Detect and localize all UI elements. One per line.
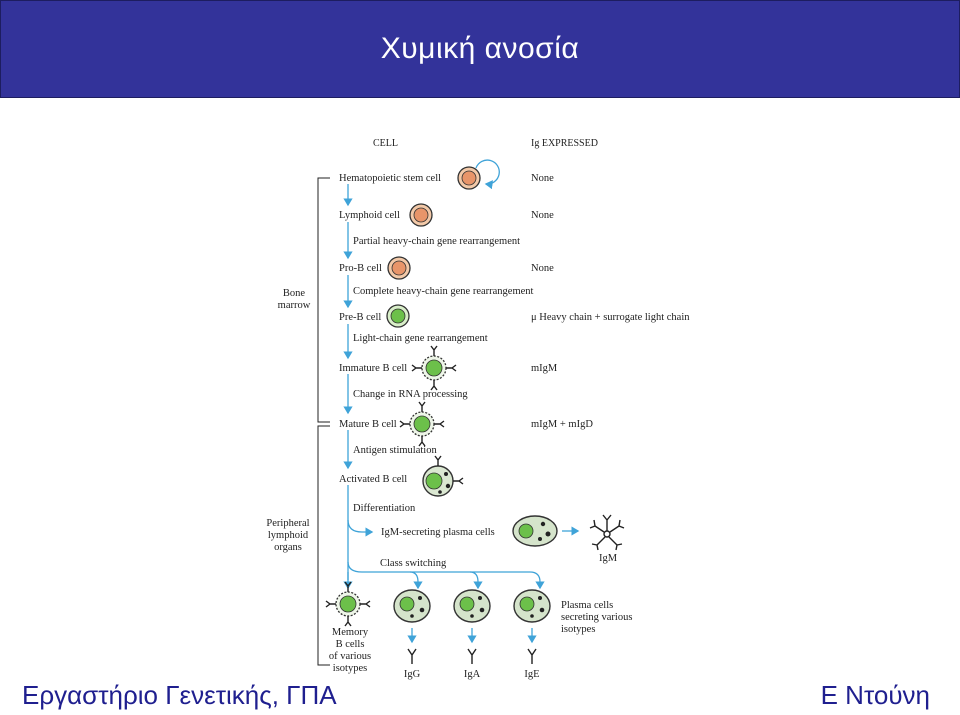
plasma-line1: Plasma cells: [561, 600, 613, 611]
isotype-ige: IgE: [524, 669, 539, 680]
activated-b-cell: [422, 455, 464, 497]
stage-mature: Mature B cell: [339, 419, 397, 430]
igm-plasma-cell: [512, 515, 558, 547]
igm-label: IgM: [599, 553, 618, 564]
region-bone-line1: Bone: [283, 288, 306, 299]
mature-b-cell: [399, 401, 445, 447]
memory-line2: B cells: [336, 639, 365, 650]
flow-arrows: [343, 159, 580, 644]
ig-immature: mIgM: [531, 363, 558, 374]
ig-mature: mIgM + mIgD: [531, 419, 593, 430]
bone-marrow-bracket: [317, 177, 330, 423]
cell-column-header: CELL: [373, 138, 398, 149]
memory-line1: Memory: [332, 627, 369, 638]
stage-immature: Immature B cell: [339, 363, 407, 374]
footer-institution: Εργαστήριο Γενετικής, ΓΠΑ: [22, 680, 337, 710]
memory-line3: of various: [329, 651, 371, 662]
region-periph-line2: lymphoid: [268, 530, 309, 541]
stage-activated: Activated B cell: [339, 474, 407, 485]
ig-prob: None: [531, 263, 554, 274]
igm-plasma-label: IgM-secreting plasma cells: [381, 527, 495, 538]
ig-hsc: None: [531, 173, 554, 184]
ig-preb: μ Heavy chain + surrogate light chain: [531, 312, 690, 323]
stage-lymphoid: Lymphoid cell: [339, 210, 400, 221]
ig-lymphoid: None: [531, 210, 554, 221]
lymphoid-cell: [409, 203, 433, 227]
step-partial-heavy: Partial heavy-chain gene rearrangement: [353, 236, 520, 247]
ig-column-header: Ig EXPRESSED: [531, 138, 598, 149]
step-rna-processing: Change in RNA processing: [353, 389, 468, 400]
plasma-cell-iga: [453, 589, 491, 623]
memory-b-cell: [325, 581, 371, 627]
footer-author: Ε Ντούνη: [820, 680, 930, 710]
hsc-cell: [457, 166, 481, 190]
stage-preb: Pre-B cell: [339, 312, 381, 323]
igm-pentamer-icon: [589, 514, 625, 551]
peripheral-bracket: [317, 425, 330, 666]
antibody-icons: [407, 648, 537, 664]
step-class-switching: Class switching: [380, 558, 447, 569]
isotype-igg: IgG: [404, 669, 421, 680]
plasma-cell-igg: [393, 589, 431, 623]
stage-prob: Pro-B cell: [339, 263, 382, 274]
region-periph-line1: Peripheral: [266, 518, 309, 529]
region-bone-line2: marrow: [278, 300, 311, 311]
immature-b-cell: [411, 345, 457, 391]
memory-line4: isotypes: [333, 663, 367, 674]
preb-cell: [386, 304, 410, 328]
stage-hsc: Hematopoietic stem cell: [339, 173, 441, 184]
step-light-chain: Light-chain gene rearrangement: [353, 333, 488, 344]
step-complete-heavy: Complete heavy-chain gene rearrangement: [353, 286, 534, 297]
plasma-line2: secreting various: [561, 612, 632, 623]
region-periph-line3: organs: [274, 542, 302, 553]
plasma-cell-ige: [513, 589, 551, 623]
plasma-line3: isotypes: [561, 624, 595, 635]
page-title: Χυμική ανοσία: [380, 32, 580, 65]
isotype-iga: IgA: [464, 669, 481, 680]
step-antigen: Antigen stimulation: [353, 445, 437, 456]
prob-cell: [387, 256, 411, 280]
title-bar: Χυμική ανοσία: [0, 0, 960, 98]
step-differentiation: Differentiation: [353, 503, 416, 514]
